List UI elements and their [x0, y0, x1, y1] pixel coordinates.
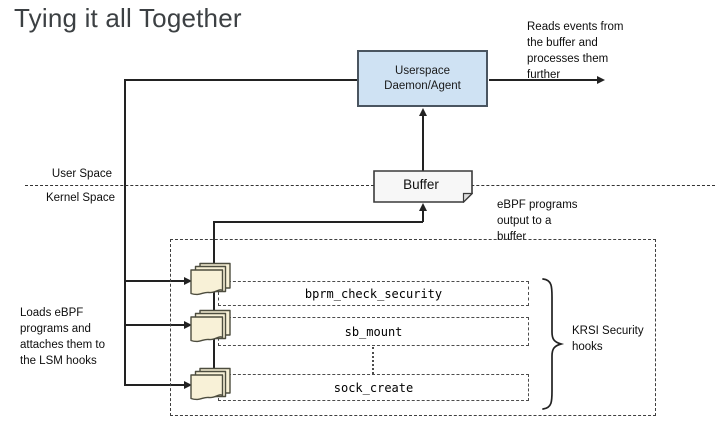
user-space-label: User Space	[51, 168, 112, 180]
hook-sb-mount: sb_mount	[218, 317, 529, 346]
userspace-daemon-node: Userspace Daemon/Agent	[357, 50, 488, 107]
arrowhead-into-program-1	[184, 277, 192, 285]
loader-branch-2	[125, 324, 187, 326]
programs-bus-line	[213, 221, 215, 386]
reads-events-line	[489, 79, 599, 81]
slide-title: Tying it all Together	[14, 3, 242, 33]
programs-to-buffer-line-vertical	[422, 205, 424, 222]
user-kernel-divider	[25, 185, 715, 186]
buffer-node-label: Buffer	[403, 177, 439, 192]
hook-bprm-check-security: bprm_check_security	[218, 281, 529, 306]
arrowhead-into-program-2	[184, 321, 192, 329]
loader-line-top	[125, 79, 358, 81]
ebpf-output-label: eBPF programs output to a buffer	[497, 199, 578, 243]
kernel-space-label: Kernel Space	[45, 192, 115, 204]
loader-branch-3	[125, 384, 187, 386]
buffer-to-daemon-line	[422, 110, 424, 171]
brace-icon	[542, 278, 565, 410]
loader-branch-1	[125, 280, 187, 282]
reads-events-label: Reads events from the buffer and process…	[527, 21, 624, 81]
ebpf-program-icon	[190, 367, 231, 401]
loads-programs-label: Loads eBPF programs and attaches them to…	[20, 307, 106, 367]
krsi-hooks-container	[170, 239, 656, 416]
reads-events-arrowhead	[597, 76, 605, 84]
buffer-to-daemon-arrowhead	[419, 108, 427, 116]
hook-continuation-connector	[372, 347, 374, 374]
hook-sock-create: sock_create	[218, 374, 529, 401]
loader-line-vertical	[124, 79, 126, 386]
krsi-security-hooks-label: KRSI Security hooks	[572, 325, 644, 353]
arrowhead-into-program-3	[184, 381, 192, 389]
programs-to-buffer-line-horizontal	[213, 221, 423, 223]
buffer-node-shape	[373, 170, 473, 203]
ebpf-program-icon	[190, 309, 231, 343]
ebpf-program-icon	[190, 262, 231, 296]
